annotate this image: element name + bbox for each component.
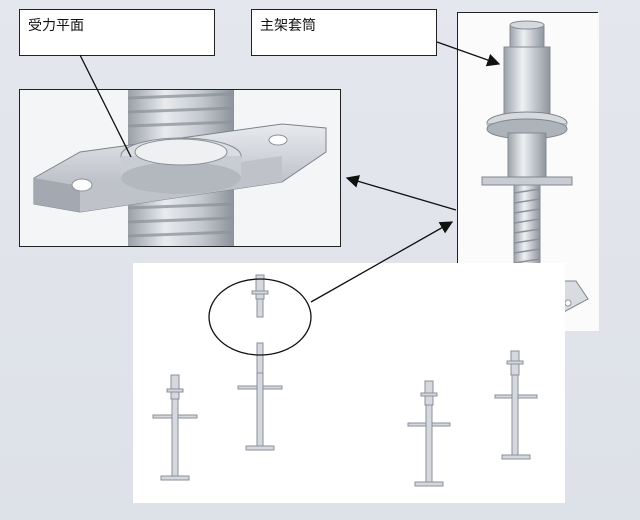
jacks-overview-illustration [152, 274, 538, 487]
zoom-to-detail-arrow [345, 175, 457, 211]
main-sleeve-label-box: 主架套筒 [251, 9, 437, 56]
flange-closeup-illustration [20, 90, 340, 246]
main-sleeve-label: 主架套筒 [260, 18, 316, 34]
bearing-surface-label-box: 受力平面 [19, 9, 215, 56]
highlight-circle [208, 278, 312, 356]
bearing-surface-label: 受力平面 [28, 18, 84, 34]
assembly-overview-panel [133, 263, 565, 503]
jack-figures [152, 274, 538, 487]
detail-zoom-panel [19, 89, 341, 247]
